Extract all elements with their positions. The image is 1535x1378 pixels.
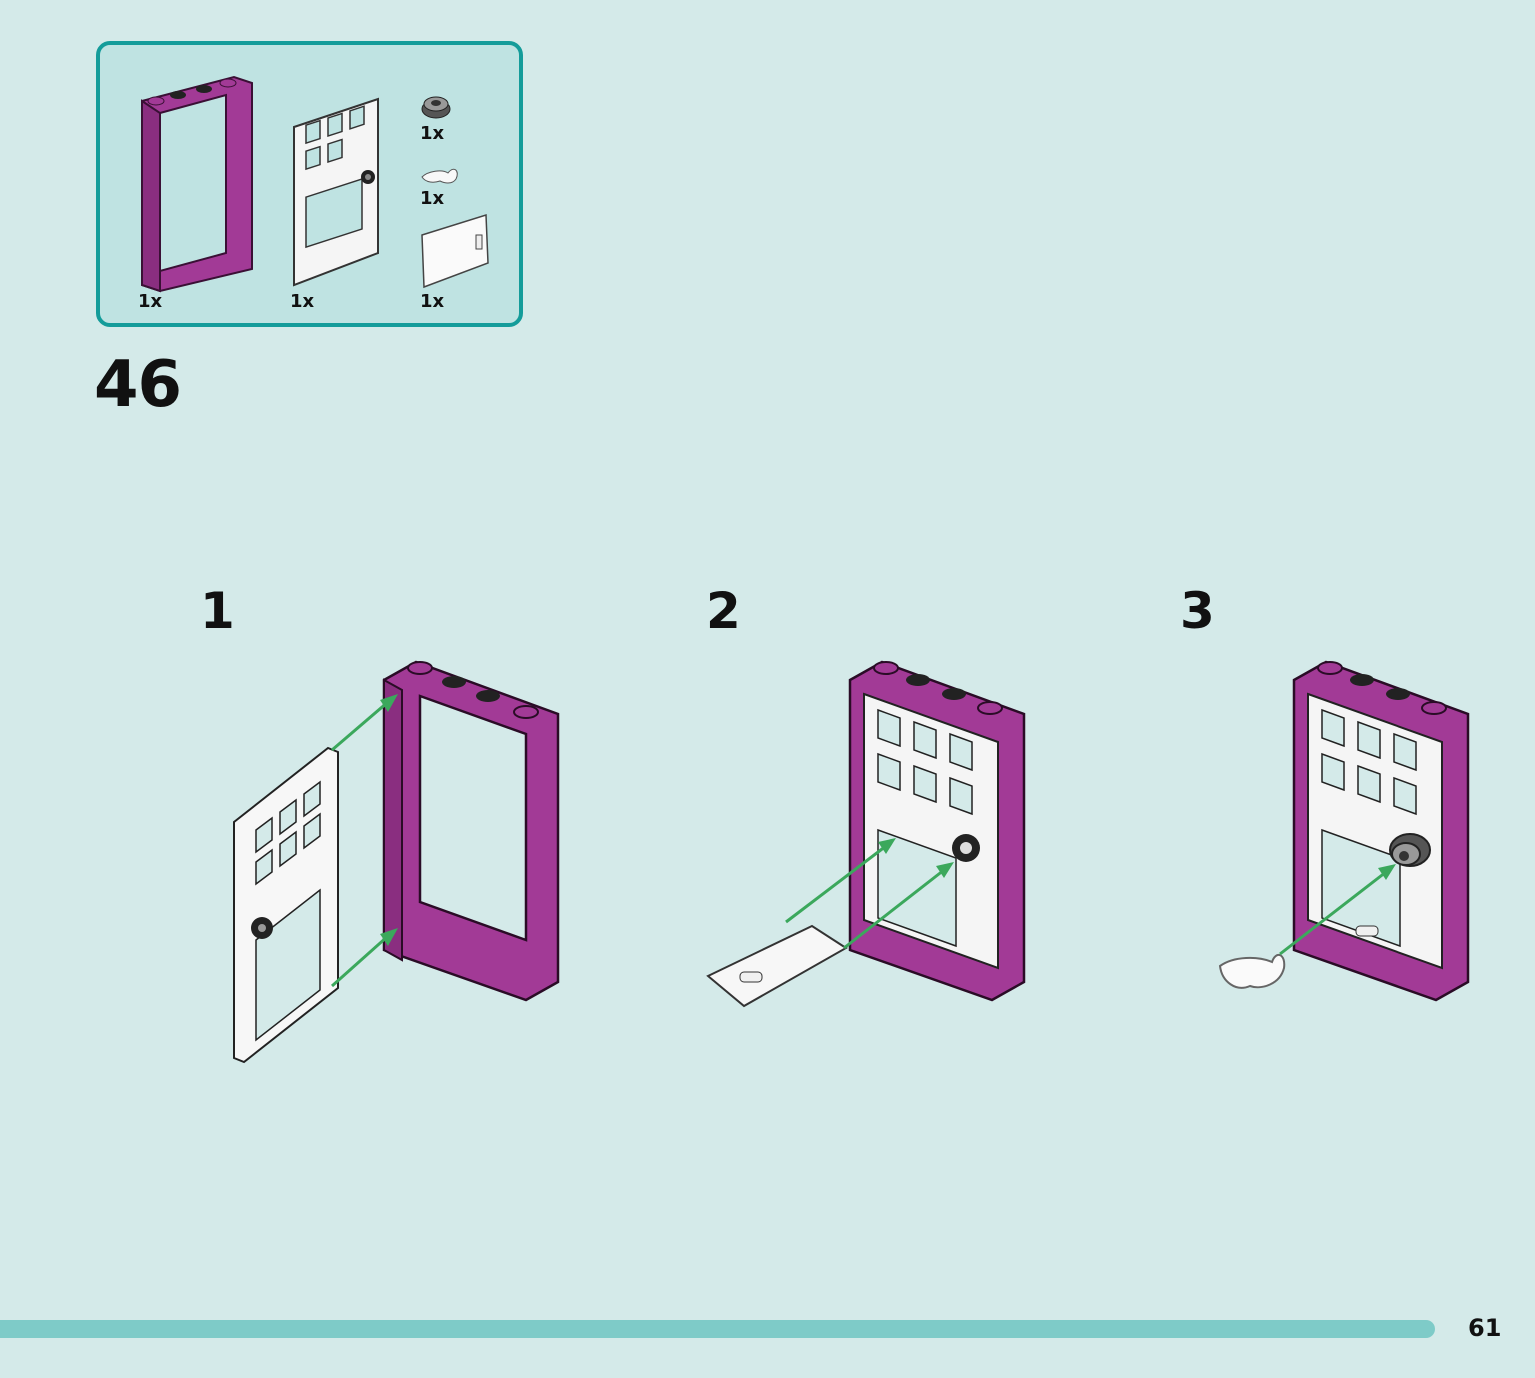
round-knob-icon bbox=[421, 96, 451, 119]
purple-door-frame-icon bbox=[141, 75, 253, 293]
knob-qty: 1x bbox=[420, 123, 445, 144]
substep-3-label: 3 bbox=[1180, 582, 1215, 640]
white-handle-icon bbox=[421, 168, 458, 184]
page-number: 61 bbox=[1468, 1314, 1502, 1342]
substep-3-illustration bbox=[1218, 660, 1470, 1002]
parts-list-box: 1x 1x 1x 1x 1x bbox=[96, 41, 523, 327]
frame-qty: 1x bbox=[138, 291, 163, 312]
substep-2-label: 2 bbox=[706, 582, 741, 640]
handle-qty: 1x bbox=[420, 188, 445, 209]
white-tile-icon bbox=[421, 213, 489, 289]
step-number: 46 bbox=[94, 348, 182, 422]
substep-1-illustration bbox=[233, 660, 560, 1064]
page-progress-bar bbox=[0, 1320, 1435, 1338]
substep-1-label: 1 bbox=[200, 582, 235, 640]
white-door-icon bbox=[293, 97, 379, 287]
door-qty: 1x bbox=[290, 291, 315, 312]
tile-qty: 1x bbox=[420, 291, 445, 312]
substep-2-illustration bbox=[706, 660, 1026, 1008]
